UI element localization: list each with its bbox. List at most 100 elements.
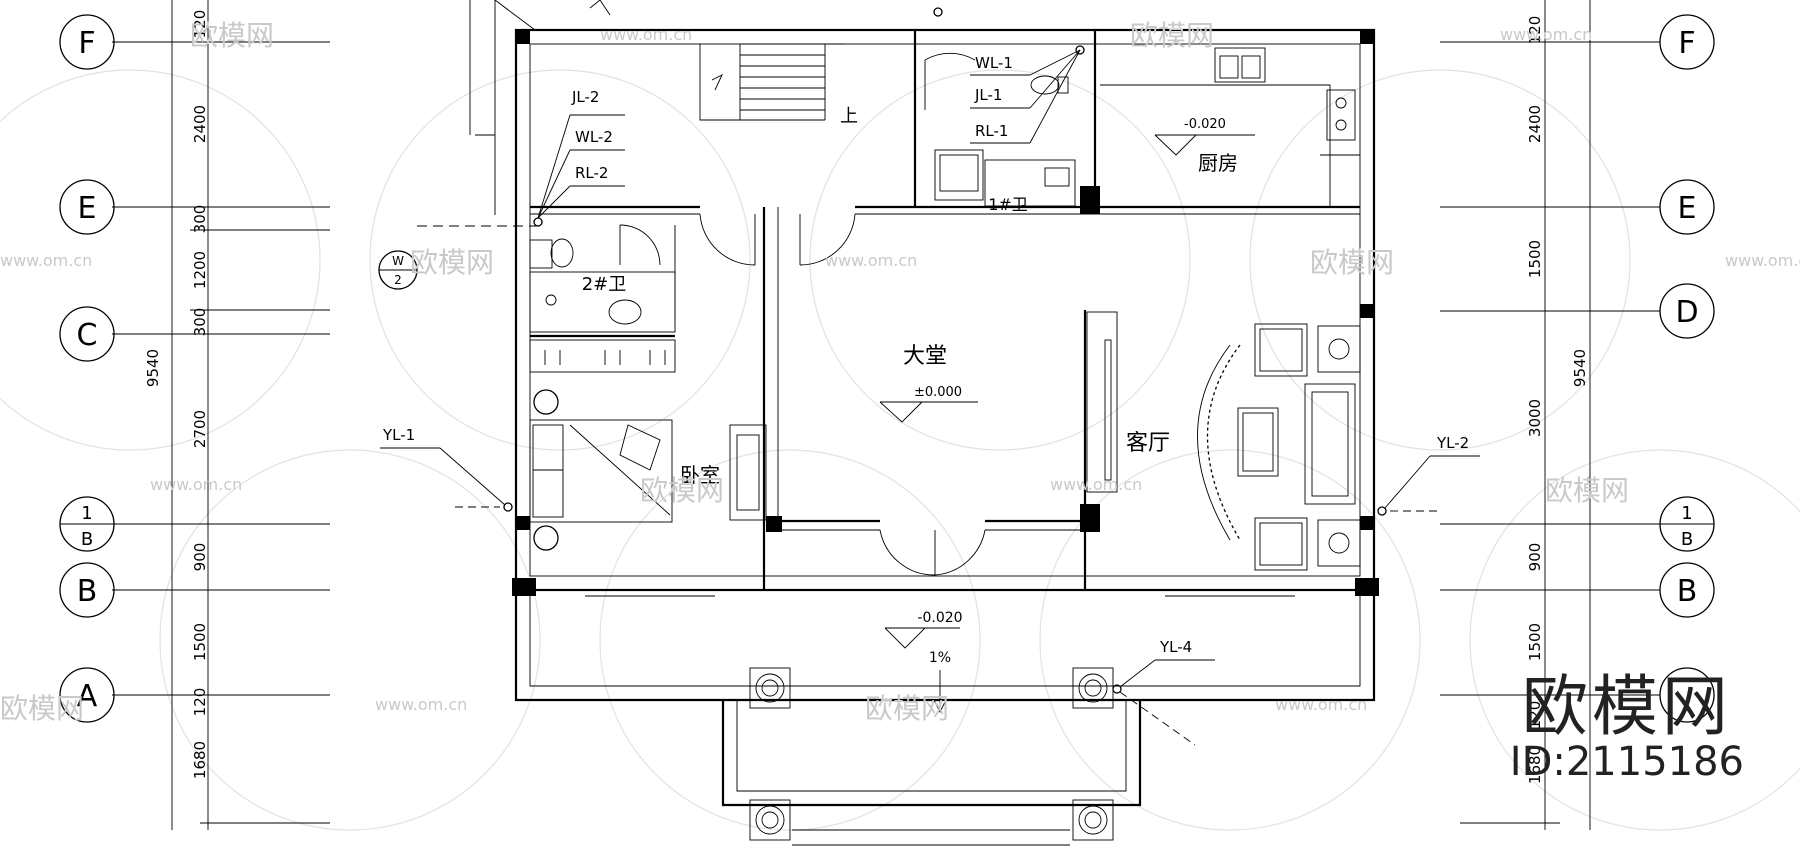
dim-right-1: 2400	[1526, 105, 1544, 143]
section-marker: W 2	[378, 225, 540, 290]
dim-right-4: 900	[1526, 543, 1544, 572]
brand-logo: 欧模网 ID:2115186	[1509, 668, 1744, 785]
axis-label-d-right: D	[1675, 295, 1698, 330]
axis-label-a-left: A	[77, 679, 98, 714]
brand-id: ID:2115186	[1509, 739, 1744, 785]
right-axis-labels: F E D 1 B B	[1675, 26, 1698, 609]
kitchen-fixtures	[1100, 47, 1360, 207]
left-axis-labels: F E C 1 B B A	[77, 26, 98, 714]
axis-label-c-left: C	[77, 318, 98, 353]
pipe-annotations: JL-2 WL-2 RL-2 WL-1 JL-1 RL-1 YL-1 YL-2 …	[380, 45, 1480, 746]
axis-label-b-left: B	[77, 574, 98, 609]
wm-brand-2: 欧模网	[1130, 19, 1214, 52]
axis-label-e-right: E	[1678, 191, 1697, 226]
watermark-pattern	[0, 69, 1800, 831]
dim-left-5: 2700	[191, 410, 209, 448]
living-label: 客厅	[1126, 431, 1170, 456]
dim-right-overall: 9540	[1571, 349, 1589, 387]
kitchen-level: -0.020	[1184, 117, 1226, 132]
wm-brand-8: 欧模网	[0, 692, 84, 725]
pipe-rl2: RL-2	[575, 164, 608, 182]
kitchen-label: 厨房	[1198, 151, 1238, 175]
pipe-yl2: YL-2	[1436, 434, 1469, 452]
wm-brand-7: 欧模网	[865, 692, 949, 725]
wm-site-1: www.om.cn	[600, 25, 692, 44]
dim-left-6: 900	[191, 543, 209, 572]
brand-name: 欧模网	[1521, 668, 1732, 745]
wm-brand-3: 欧模网	[410, 246, 494, 279]
pipe-yl4: YL-4	[1159, 638, 1192, 656]
left-axis-bubbles	[59, 14, 115, 723]
axis-label-1b-left-letter: B	[81, 529, 93, 550]
dim-left-2: 300	[191, 205, 209, 234]
dim-right-7: 1680	[1526, 746, 1544, 784]
axis-label-1b-right-letter: B	[1681, 529, 1693, 550]
wm-brand-1: 欧模网	[190, 19, 274, 52]
bedroom-furniture	[529, 339, 767, 551]
wm-site-8: www.om.cn	[1725, 251, 1800, 270]
structural-columns	[512, 30, 1379, 596]
hall-level: ±0.000	[914, 385, 962, 400]
marker-bottom: 2	[394, 273, 402, 287]
axis-label-f-left: F	[78, 26, 95, 61]
exterior-walls	[514, 28, 1376, 846]
dim-left-4: 300	[191, 308, 209, 337]
room-labels: 大堂 ±0.000 客厅 厨房 -0.020 卧室 1#卫 2#卫 -0.020…	[582, 117, 1255, 714]
staircase: 上	[699, 43, 858, 127]
wm-site-3: www.om.cn	[150, 475, 242, 494]
dim-right-6: 120	[1526, 701, 1544, 730]
dim-right-5: 1500	[1526, 623, 1544, 661]
pipe-rl1: RL-1	[975, 122, 1008, 140]
wm-site-9: www.om.cn	[0, 251, 92, 270]
wm-site-6: www.om.cn	[1275, 695, 1367, 714]
interior-walls	[530, 30, 1360, 597]
axis-label-1b-left-num: 1	[81, 503, 92, 524]
left-dimensions: 120 2400 300 1200 300 2700 900 1500 120 …	[144, 10, 209, 779]
stair-up-label: 上	[840, 106, 858, 127]
upper-left-extension	[469, 0, 611, 215]
left-axis-grid	[112, 0, 330, 830]
dim-right-2: 1500	[1526, 240, 1544, 278]
wm-site-2: www.om.cn	[825, 251, 917, 270]
dim-left-9: 1680	[191, 741, 209, 779]
dim-right-3: 3000	[1526, 399, 1544, 437]
dim-left-overall: 9540	[144, 349, 162, 387]
watermark-text: www.om.cn www.om.cn www.om.cn www.om.cn …	[0, 19, 1800, 725]
dim-left-1: 2400	[191, 105, 209, 143]
pipe-wl1: WL-1	[975, 54, 1013, 72]
porch-slope: 1%	[929, 650, 951, 666]
bedroom-label: 卧室	[680, 463, 720, 487]
toilet-2-label: 2#卫	[582, 274, 627, 295]
dim-left-8: 120	[191, 688, 209, 717]
dim-right-0: 120	[1526, 16, 1544, 45]
wm-site-4: www.om.cn	[1050, 475, 1142, 494]
toilet-1-fixtures	[924, 7, 1076, 207]
right-dimensions: 120 2400 1500 3000 900 1500 120 1680 954…	[1526, 16, 1589, 784]
axis-label-b-right: B	[1677, 574, 1698, 609]
right-axis-grid	[1440, 0, 1660, 830]
pipe-jl1: JL-1	[974, 86, 1002, 104]
dim-left-3: 1200	[191, 251, 209, 289]
porch-columns	[749, 667, 1114, 841]
living-room-sofa	[1197, 323, 1361, 571]
marker-top: W	[392, 254, 404, 268]
doors	[699, 213, 986, 576]
toilet-1-label: 1#卫	[988, 195, 1028, 214]
porch-level: -0.020	[917, 610, 962, 626]
axis-label-1b-right-num: 1	[1681, 503, 1692, 524]
wm-brand-4: 欧模网	[1310, 246, 1394, 279]
axis-label-e-left: E	[78, 191, 97, 226]
pipe-wl2: WL-2	[575, 128, 613, 146]
dim-left-7: 1500	[191, 623, 209, 661]
axis-label-f-right: F	[1678, 26, 1695, 61]
pipe-yl1: YL-1	[382, 426, 415, 444]
dim-left-0: 120	[191, 10, 209, 39]
toilet-2-fixtures	[529, 224, 676, 333]
wm-site-5: www.om.cn	[375, 695, 467, 714]
wm-brand-6: 欧模网	[1545, 474, 1629, 507]
wm-brand-5: 欧模网	[640, 474, 724, 507]
hall-label: 大堂	[903, 344, 947, 369]
wm-site-7: www.om.cn	[1500, 25, 1592, 44]
pipe-jl2: JL-2	[571, 88, 599, 106]
